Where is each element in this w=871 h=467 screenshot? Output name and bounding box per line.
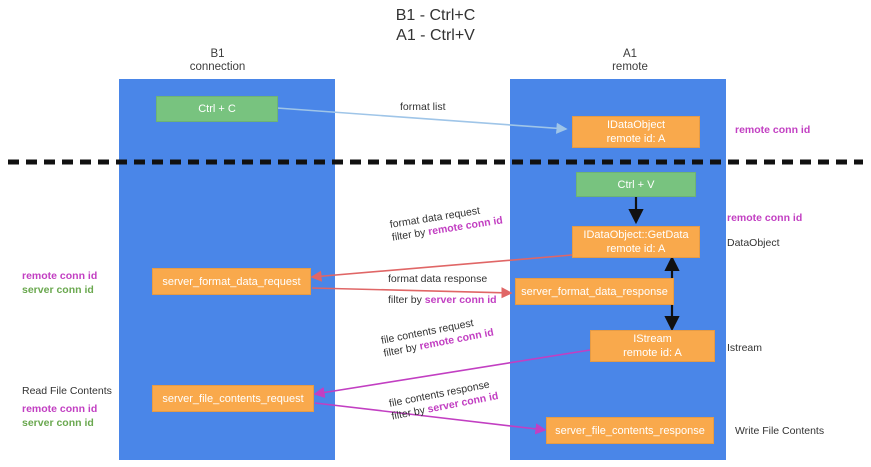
- node-getdata[interactable]: IDataObject::GetData remote id: A: [572, 226, 700, 258]
- column-header-b1: B1 connection: [145, 48, 290, 74]
- filter-key-server-conn-id: server conn id: [424, 294, 497, 306]
- title-line-1: B1 - Ctrl+C: [395, 7, 476, 24]
- column-header-b1-name: B1: [210, 48, 225, 60]
- right-label-istream: Istream: [727, 342, 763, 354]
- node-server-file-contents-request-label: server_file_contents_request: [162, 392, 304, 405]
- edge-label-format-data-response-filter: filter by server conn id: [388, 294, 497, 307]
- filter-prefix: filter by: [388, 294, 425, 306]
- title-line-2: A1 - Ctrl+V: [396, 27, 475, 44]
- left-label-server-conn-id-2: server conn id: [22, 417, 94, 429]
- column-header-a1: A1 remote: [545, 48, 715, 74]
- node-server-format-data-response[interactable]: server_format_data_response: [515, 278, 674, 305]
- edge-label-format-list-text: format list: [400, 101, 446, 113]
- column-header-b1-role: connection: [189, 61, 246, 73]
- edge-label-format-data-response: format data response filter by server co…: [388, 273, 497, 307]
- node-server-file-contents-response[interactable]: server_file_contents_response: [546, 417, 714, 444]
- edge-label-file-contents-request: file contents request filter by remote c…: [380, 314, 495, 361]
- node-istream[interactable]: IStream remote id: A: [590, 330, 715, 362]
- node-getdata-label: IDataObject::GetData: [583, 229, 689, 241]
- column-header-a1-name: A1: [622, 48, 638, 60]
- node-server-format-data-response-label: server_format_data_response: [521, 285, 668, 298]
- node-ctrl-v[interactable]: Ctrl + V: [576, 172, 696, 197]
- right-label-write-file-contents: Write File Contents: [735, 425, 825, 437]
- node-server-format-data-request-label: server_format_data_request: [162, 275, 301, 288]
- edge-label-format-data-request: format data request filter by remote con…: [389, 201, 504, 244]
- right-label-remote-conn-id-2: remote conn id: [727, 212, 803, 224]
- node-idataobject-remote[interactable]: IDataObject remote id: A: [572, 116, 700, 148]
- edge-label-format-data-response-text: format data response: [388, 273, 488, 285]
- node-getdata-sub: remote id: A: [606, 243, 666, 255]
- node-ctrl-c-label: Ctrl + C: [198, 103, 236, 115]
- diagram-title: B1 - Ctrl+C A1 - Ctrl+V: [0, 6, 871, 46]
- node-server-file-contents-request[interactable]: server_file_contents_request: [152, 385, 314, 412]
- left-label-server-conn-id-1: server conn id: [22, 284, 94, 296]
- node-idataobject-sub: remote id: A: [606, 133, 666, 145]
- node-ctrl-v-label: Ctrl + V: [617, 178, 655, 191]
- node-server-file-contents-response-label: server_file_contents_response: [555, 424, 705, 437]
- left-label-remote-conn-id-1: remote conn id: [22, 270, 98, 282]
- left-label-read-file-contents: Read File Contents: [22, 385, 112, 397]
- column-header-a1-role: remote: [612, 61, 648, 73]
- node-idataobject-label: IDataObject: [606, 119, 666, 131]
- node-server-format-data-request[interactable]: server_format_data_request: [152, 268, 311, 295]
- right-label-dataobject: DataObject: [727, 237, 780, 249]
- edge-label-format-list: format list: [400, 101, 446, 114]
- node-istream-sub: remote id: A: [623, 347, 682, 359]
- node-ctrl-c[interactable]: Ctrl + C: [156, 96, 278, 122]
- left-label-remote-conn-id-2: remote conn id: [22, 403, 98, 415]
- right-label-remote-conn-id-1: remote conn id: [735, 124, 811, 136]
- node-istream-label: IStream: [633, 333, 672, 345]
- edge-label-file-contents-response: file contents response filter by server …: [388, 377, 500, 423]
